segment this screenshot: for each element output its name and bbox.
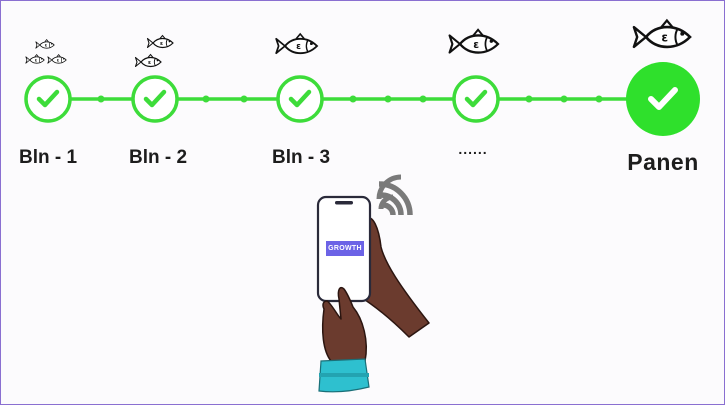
- step-4-fish-icon: [448, 28, 500, 54]
- step-2-fish-icons: [134, 34, 174, 68]
- step-3-check-icon: [276, 75, 324, 123]
- step-label-final: Panen: [627, 149, 699, 175]
- step-label-3: Bln - 3: [271, 147, 331, 168]
- pointing-hand-icon: [318, 286, 370, 393]
- step-1-fish-icons: [25, 39, 67, 64]
- step-2-check-icon: [131, 75, 179, 123]
- step-label-1: Bln - 1: [18, 147, 78, 168]
- holding-hand: [352, 217, 430, 338]
- phone-screen-label: GROWTH: [326, 241, 364, 256]
- progress-dots: [97, 95, 603, 103]
- step-final-fish-icon: [632, 19, 692, 49]
- step-4-check-icon: [452, 75, 500, 123]
- step-1-check-icon: [24, 75, 72, 123]
- step-final-check-icon: [626, 62, 700, 136]
- step-label-ellipsis: ......: [458, 141, 488, 157]
- step-3-fish-icon: [275, 33, 318, 55]
- step-label-2: Bln - 2: [128, 147, 188, 168]
- wifi-arcs: [378, 181, 413, 216]
